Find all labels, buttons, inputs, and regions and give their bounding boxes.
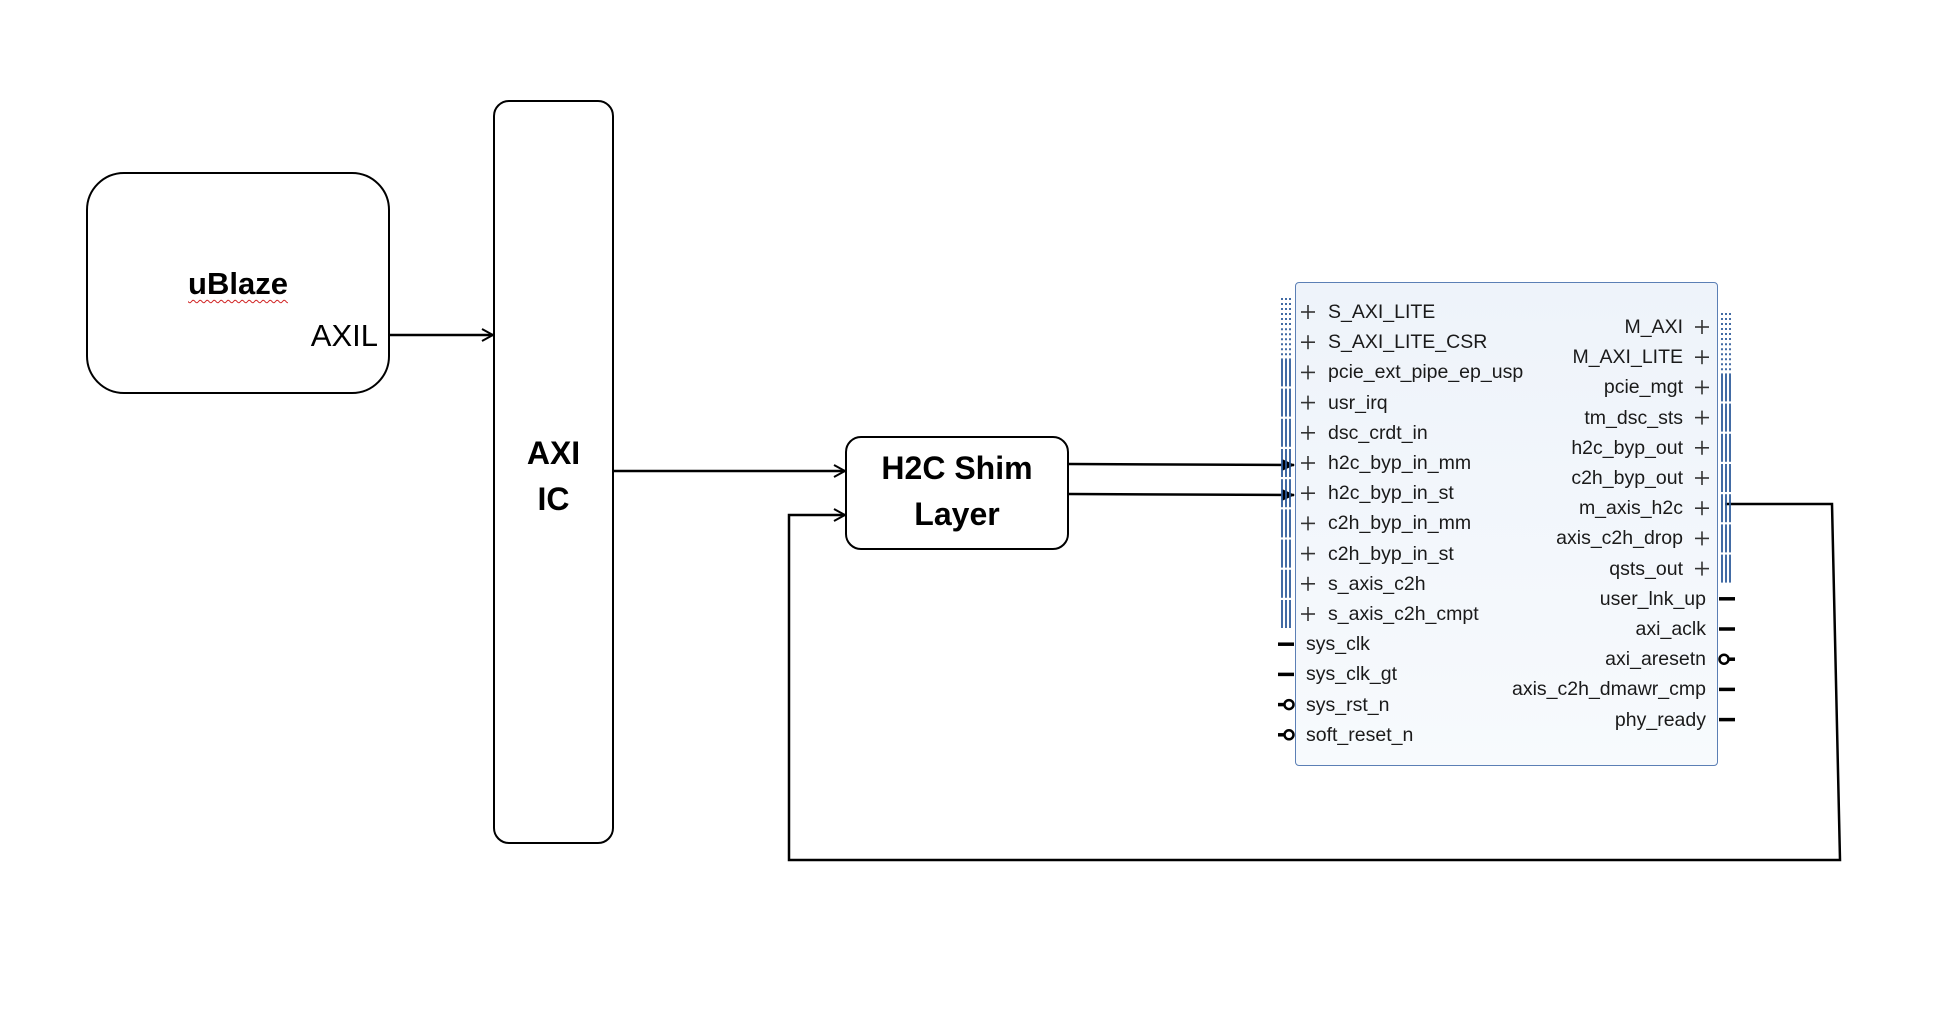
bus-interface-marker xyxy=(1721,343,1731,372)
ip-left-port-usr-irq[interactable]: usr_irq xyxy=(1328,391,1388,414)
bus-interface-marker xyxy=(1281,569,1291,598)
port-expand-plus-icon xyxy=(1695,440,1709,455)
wire-m-axis-h2c-feedback xyxy=(787,502,1842,862)
qdma-ip-block[interactable] xyxy=(1295,282,1718,766)
port-expand-plus-icon xyxy=(1301,335,1315,350)
bus-interface-marker xyxy=(1281,388,1291,417)
bus-interface-marker xyxy=(1281,298,1291,326)
h2c-shim-label: H2C Shim Layer xyxy=(881,450,1033,532)
ip-left-port-dsc-crdt-in[interactable]: dsc_crdt_in xyxy=(1328,421,1428,444)
port-expand-plus-icon xyxy=(1695,350,1709,365)
port-expand-plus-icon xyxy=(1695,561,1709,576)
bus-interface-marker xyxy=(1721,524,1731,553)
bus-interface-marker xyxy=(1721,373,1731,402)
port-expand-plus-icon xyxy=(1695,320,1709,334)
ip-left-port-pcie-ext-pipe-ep-usp[interactable]: pcie_ext_pipe_ep_usp xyxy=(1328,361,1524,384)
ip-right-port-tm-dsc-sts[interactable]: tm_dsc_sts xyxy=(1584,406,1683,429)
bus-interface-marker xyxy=(1281,358,1291,387)
ip-left-port-h2c-byp-in-st[interactable]: h2c_byp_in_st xyxy=(1328,482,1454,505)
port-expand-plus-icon xyxy=(1301,395,1315,410)
left-pin-markers xyxy=(1278,298,1315,741)
ip-right-port-pcie-mgt[interactable]: pcie_mgt xyxy=(1603,376,1683,399)
wire-shim-to-h2c-byp-in-mm xyxy=(1068,458,1295,471)
ip-left-port-h2c-byp-in-mm[interactable]: h2c_byp_in_mm xyxy=(1328,452,1472,474)
ip-right-port-c2h-byp-out[interactable]: c2h_byp_out xyxy=(1571,467,1683,489)
pin-marker xyxy=(1718,653,1735,665)
ip-left-port-sys-clk-gt[interactable]: sys_clk_gt xyxy=(1306,663,1398,686)
port-expand-plus-icon xyxy=(1695,501,1709,516)
port-expand-plus-icon xyxy=(1301,546,1315,561)
ublaze-block[interactable]: uBlaze AXIL xyxy=(86,172,390,394)
ip-right-port-M-AXI-LITE[interactable]: M_AXI_LITE xyxy=(1572,346,1683,369)
port-expand-plus-icon xyxy=(1301,516,1315,531)
ip-right-port-m-axis-h2c[interactable]: m_axis_h2c xyxy=(1578,497,1683,520)
port-expand-plus-icon xyxy=(1695,380,1709,395)
pin-marker xyxy=(1278,698,1295,711)
h2c-shim-layer-block[interactable]: H2C Shim Layer xyxy=(845,436,1069,550)
ip-right-port-axi-aclk[interactable]: axi_aclk xyxy=(1635,618,1706,640)
ip-right-port-axis-c2h-drop[interactable]: axis_c2h_drop xyxy=(1556,527,1683,550)
pin-marker xyxy=(1278,729,1295,741)
bus-interface-marker xyxy=(1721,554,1731,583)
bus-interface-marker xyxy=(1281,418,1291,447)
bus-interface-marker xyxy=(1281,539,1291,568)
right-pin-markers xyxy=(1695,313,1735,722)
ip-left-port-s-axis-c2h[interactable]: s_axis_c2h xyxy=(1328,572,1426,595)
port-expand-plus-icon xyxy=(1301,607,1315,621)
port-expand-plus-icon xyxy=(1695,471,1709,485)
ip-right-port-h2c-byp-out[interactable]: h2c_byp_out xyxy=(1571,436,1683,459)
bus-interface-marker xyxy=(1721,464,1731,492)
bus-interface-marker xyxy=(1281,328,1291,357)
port-expand-plus-icon xyxy=(1301,305,1315,319)
ip-right-port-axis-c2h-dmawr-cmp[interactable]: axis_c2h_dmawr_cmp xyxy=(1511,678,1706,701)
port-expand-plus-icon xyxy=(1695,410,1709,425)
port-expand-plus-icon xyxy=(1301,486,1315,501)
ip-left-port-sys-rst-n[interactable]: sys_rst_n xyxy=(1306,693,1390,716)
bus-interface-marker xyxy=(1281,509,1291,538)
ip-left-port-sys-clk[interactable]: sys_clk xyxy=(1306,633,1370,656)
bus-interface-marker xyxy=(1281,600,1291,628)
port-expand-plus-icon xyxy=(1301,365,1315,380)
bus-interface-marker xyxy=(1721,403,1731,432)
ip-left-port-S-AXI-LITE-CSR[interactable]: S_AXI_LITE_CSR xyxy=(1328,331,1488,354)
bus-interface-marker xyxy=(1721,494,1731,523)
ip-right-port-M-AXI[interactable]: M_AXI xyxy=(1624,316,1683,338)
ip-left-port-s-axis-c2h-cmpt[interactable]: s_axis_c2h_cmpt xyxy=(1328,603,1479,625)
ip-right-port-user-lnk-up[interactable]: user_lnk_up xyxy=(1599,587,1706,610)
axi-interconnect-block[interactable]: AXI IC xyxy=(493,100,614,844)
axi-ic-label: AXI IC xyxy=(526,435,581,517)
bus-interface-marker xyxy=(1721,433,1731,462)
port-expand-plus-icon xyxy=(1301,425,1315,440)
ip-right-port-phy-ready[interactable]: phy_ready xyxy=(1614,708,1706,731)
ip-left-port-c2h-byp-in-mm[interactable]: c2h_byp_in_mm xyxy=(1328,512,1472,535)
ip-left-port-S-AXI-LITE[interactable]: S_AXI_LITE xyxy=(1328,301,1436,323)
port-expand-plus-icon xyxy=(1301,576,1315,591)
wire-shim-to-h2c-byp-in-st xyxy=(1068,488,1295,501)
ip-left-port-c2h-byp-in-st[interactable]: c2h_byp_in_st xyxy=(1328,542,1454,565)
port-expand-plus-icon xyxy=(1695,531,1709,546)
ip-right-port-qsts-out[interactable]: qsts_out xyxy=(1609,557,1683,580)
port-expand-plus-icon xyxy=(1301,456,1315,470)
bus-interface-marker xyxy=(1721,313,1731,341)
ip-right-port-axi-aresetn[interactable]: axi_aresetn xyxy=(1605,648,1706,671)
ip-left-port-soft-reset-n[interactable]: soft_reset_n xyxy=(1306,723,1414,746)
ublaze-axil-port-label: AXIL xyxy=(310,318,378,353)
bus-interface-marker xyxy=(1281,449,1291,477)
ublaze-title: uBlaze xyxy=(188,266,288,301)
bus-interface-marker xyxy=(1281,479,1291,508)
